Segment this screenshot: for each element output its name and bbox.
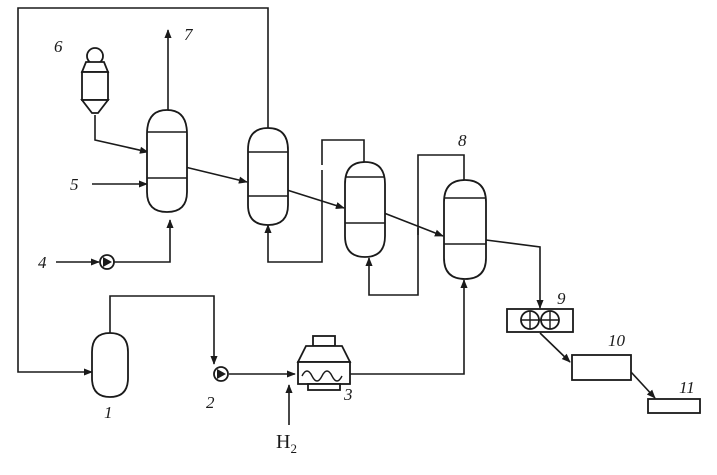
- hopper-feed-line: [94, 115, 149, 154]
- furnace-to-d-line: [345, 279, 468, 375]
- 10-to-11-line: [630, 371, 656, 399]
- c-bottom-loop: [365, 228, 419, 296]
- label-4: 4: [38, 253, 47, 272]
- pump-to-reactor-a-line: [114, 219, 174, 263]
- recycle-line: [17, 7, 269, 376]
- label-2: 2: [206, 393, 215, 412]
- hx-to-10-line: [539, 332, 571, 363]
- reactor-a: [146, 109, 188, 213]
- heat-exchanger-9: [506, 308, 574, 333]
- d-top-loop: [417, 154, 465, 196]
- a-to-b-line: [184, 166, 248, 184]
- label-5: 5: [70, 175, 79, 194]
- number-labels: 1 2 3 4 5 6 7 8 9 10 11 H2: [38, 25, 695, 456]
- vessel1-to-pump2-line: [109, 295, 218, 365]
- reactor-d-8: [443, 179, 487, 280]
- label-8: 8: [458, 131, 467, 150]
- c-top-loop: [321, 139, 365, 165]
- hopper-6: [80, 47, 110, 114]
- unit-10: [571, 354, 632, 381]
- b-bottom-loop: [264, 170, 323, 263]
- label-7: 7: [184, 25, 194, 44]
- label-3: 3: [343, 385, 353, 404]
- b-to-c-line: [286, 189, 345, 209]
- label-9: 9: [557, 289, 566, 308]
- pipelines: [17, 7, 656, 425]
- reactor-c: [344, 161, 386, 258]
- label-11: 11: [679, 378, 695, 397]
- label-6: 6: [54, 37, 63, 56]
- reactor-b: [247, 127, 289, 226]
- furnace-3: [296, 335, 352, 391]
- d-to-heat-exchanger-line: [485, 239, 544, 309]
- label-1: 1: [104, 403, 113, 422]
- label-10: 10: [608, 331, 626, 350]
- vessel-1: [91, 332, 129, 398]
- pump-4: [99, 254, 115, 270]
- pump-2: [213, 366, 229, 382]
- label-h2: H2: [276, 431, 297, 456]
- unit-11: [647, 398, 701, 414]
- c-to-d-line: [383, 212, 444, 237]
